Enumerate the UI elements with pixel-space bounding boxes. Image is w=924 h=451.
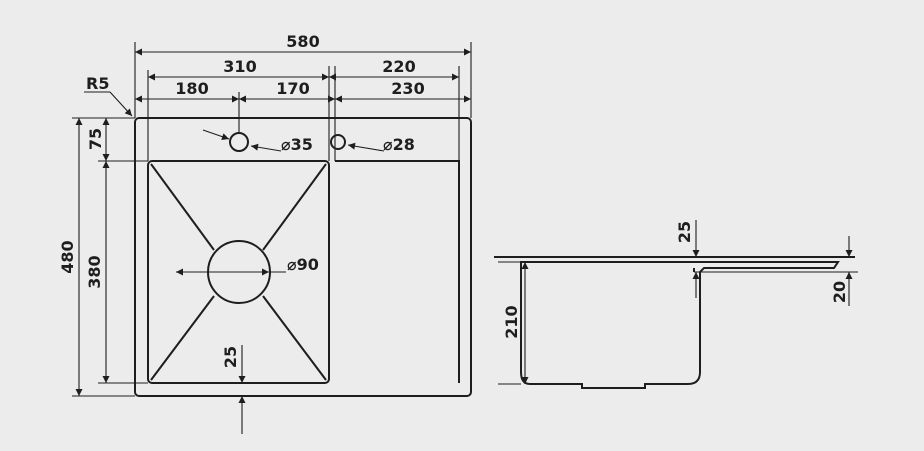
- dim-25-label-top-view: 25: [221, 346, 240, 368]
- drain-diameter-label: ⌀90: [287, 255, 319, 274]
- dim-220-label: 220: [382, 57, 415, 76]
- dim-75-label: 75: [86, 128, 105, 150]
- hole-28-label: ⌀28: [383, 135, 415, 154]
- dim-180-label: 180: [175, 79, 208, 98]
- dim-310-label: 310: [223, 57, 256, 76]
- radius-label: R5: [86, 74, 109, 93]
- bowl-slope-lines: [150, 163, 327, 381]
- side-view: 210 25 20: [494, 220, 858, 389]
- dim-480-label: 480: [58, 240, 77, 273]
- sink-outline: [134, 117, 472, 397]
- dim-580-label: 580: [286, 32, 319, 51]
- bowl-profile: [520, 261, 840, 389]
- dim-380-label: 380: [85, 255, 104, 288]
- hole-35-circle: [229, 132, 249, 152]
- dim-25-label-side: 25: [675, 221, 694, 243]
- dim-170-label: 170: [276, 79, 309, 98]
- dim-20-label: 20: [830, 281, 849, 303]
- bowl-outline: [147, 160, 330, 384]
- hole-28-circle: [330, 134, 346, 150]
- dim-230-label: 230: [391, 79, 424, 98]
- top-view: ⌀90 ⌀35 ⌀28 580 310: [58, 32, 472, 434]
- drainboard-outline: [335, 160, 460, 383]
- dim-210-label: 210: [502, 305, 521, 338]
- hole-35-label: ⌀35: [281, 135, 313, 154]
